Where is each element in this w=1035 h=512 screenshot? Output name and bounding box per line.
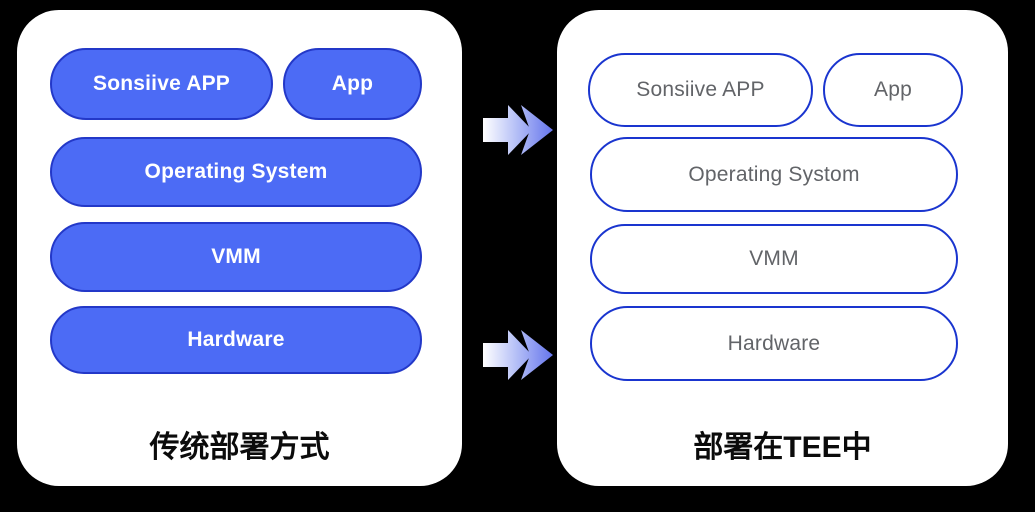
layer-pill-hardware: Hardware	[50, 306, 422, 374]
layer-pill-app-tee: App	[823, 53, 963, 127]
panel-caption-traditional: 传统部署方式	[149, 431, 330, 464]
layer-pill-operating-system-tee: Operating Systom	[590, 137, 958, 212]
traditional-deployment-panel: Sonsiive APP App Operating System VMM Ha…	[17, 10, 462, 486]
double-arrow-icon-bottom	[483, 330, 553, 380]
layer-pill-app: App	[283, 48, 422, 120]
double-arrow-icon-top	[483, 105, 553, 155]
layer-pill-operating-system: Operating System	[50, 137, 422, 207]
layer-pill-sonsiive-app: Sonsiive APP	[50, 48, 273, 120]
layer-pill-vmm: VMM	[50, 222, 422, 292]
tee-deployment-panel: Sonsiive APP App Operating Systom VMM Ha…	[557, 10, 1008, 486]
layer-pill-vmm-tee: VMM	[590, 224, 958, 294]
layer-pill-sonsiive-app-tee: Sonsiive APP	[588, 53, 813, 127]
layer-pill-hardware-tee: Hardware	[590, 306, 958, 381]
panel-caption-tee: 部署在TEE中	[693, 431, 872, 464]
